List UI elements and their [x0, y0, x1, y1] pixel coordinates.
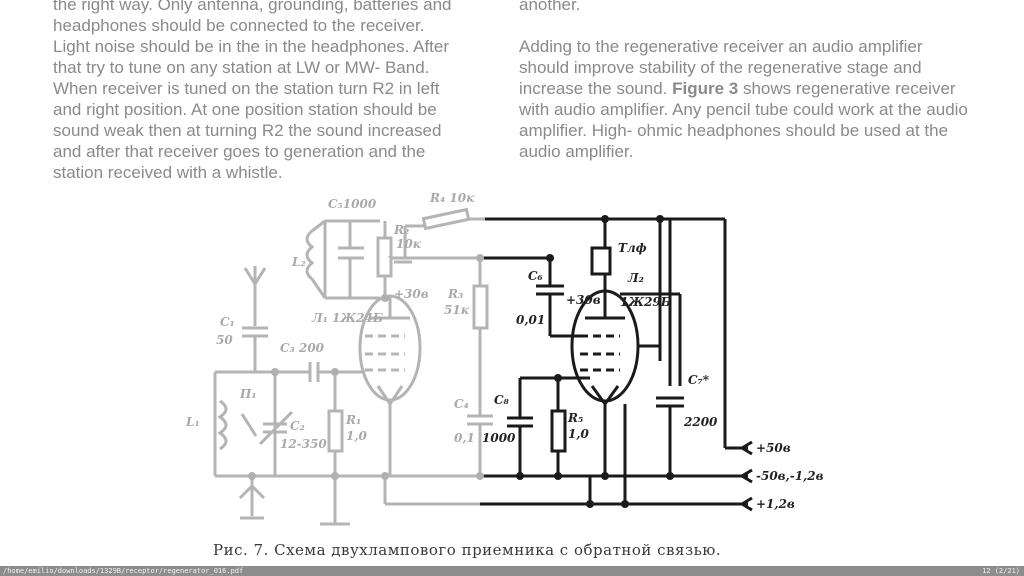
label-r1-value: 1,0	[346, 429, 368, 443]
label-c3: C₃ 200	[280, 341, 325, 355]
text-line: and after that receiver goes to generati…	[53, 142, 426, 161]
label-r1: R₁	[345, 413, 361, 427]
file-path: /home/emilio/downloads/1329B/receptor/re…	[3, 567, 244, 575]
label-c1-value: 50	[216, 333, 233, 347]
label-r5-value: 1,0	[568, 427, 590, 441]
text-line: Light noise should be in the in the head…	[53, 37, 450, 56]
paragraph-text: shows regenerative receiver with audio a…	[519, 79, 968, 161]
schematic-diagram: C₅1000 L₂ R₂ 10к R₄ 10к C₁ 50 Л₁ 1Ж24Б +…	[185, 191, 824, 526]
label-c5: C₅1000	[328, 197, 377, 211]
left-text-column: the right way. Only antenna, grounding, …	[53, 0, 503, 183]
text-line: When receiver is tuned on the station tu…	[53, 79, 440, 98]
label-r3-value: 51к	[444, 303, 470, 317]
page-indicator: 12 (2/21)	[982, 567, 1020, 575]
right-text-column: another. Adding to the regenerative rece…	[519, 0, 969, 162]
text-fragment: another.	[519, 0, 581, 14]
label-l2: L₂	[291, 255, 306, 269]
text-line: the right way. Only antenna, grounding, …	[53, 0, 452, 14]
label-c8: C₈	[494, 393, 510, 407]
label-c4: C₄	[454, 397, 469, 411]
label-r3: R₃	[447, 287, 463, 301]
label-c2: C₂	[290, 419, 305, 433]
status-bar: /home/emilio/downloads/1329B/receptor/re…	[0, 566, 1024, 576]
paragraph: Adding to the regenerative receiver an a…	[519, 36, 969, 162]
terminal-plus12: +1,2в	[756, 497, 795, 511]
figure-caption: Рис. 7. Схема двухлампового приемника с …	[213, 541, 722, 559]
text-line: and right position. At one position stat…	[53, 100, 437, 119]
label-c6: C₆	[528, 269, 543, 283]
terminal-minus50: -50в,-1,2в	[756, 469, 824, 483]
label-plus30-left: +30в	[394, 287, 429, 301]
label-l1: L₁	[185, 415, 200, 429]
label-plus30-right: +30в	[566, 293, 601, 307]
text-line: headphones should be connected to the re…	[53, 16, 425, 35]
label-tube1: Л₁ 1Ж24Б	[311, 311, 383, 325]
label-r2-value: 10к	[396, 237, 422, 251]
text-line: station received with a whistle.	[53, 163, 283, 182]
label-tube2-type: 1Ж29Б	[620, 295, 671, 309]
label-c2-value: 12-350	[280, 437, 327, 451]
label-tube2: Л₂	[627, 271, 644, 285]
label-c7: C₇*	[688, 373, 710, 387]
paragraph-text: Adding to the regenerative receiver an a…	[519, 37, 923, 98]
label-r4: R₄ 10к	[429, 191, 475, 205]
label-c4-value: 0,1	[454, 431, 475, 445]
label-r2: R₂	[393, 223, 409, 237]
text-line: that try to tune on any station at LW or…	[53, 58, 430, 77]
label-headphones: Тлф	[618, 241, 647, 255]
label-c7-value: 2200	[683, 415, 718, 429]
terminal-plus50: +50в	[756, 441, 791, 455]
label-c1: C₁	[220, 315, 235, 329]
label-c6-value: 0,01	[516, 313, 545, 327]
schematic-figure: C₅1000 L₂ R₂ 10к R₄ 10к C₁ 50 Л₁ 1Ж24Б +…	[180, 186, 840, 566]
figure-reference: Figure 3	[672, 79, 739, 98]
text-line: sound weak then at turning R2 the sound …	[53, 121, 442, 140]
label-c8-value: 1000	[482, 431, 516, 445]
label-p1: П₁	[239, 387, 257, 401]
label-r5: R₅	[567, 411, 583, 425]
